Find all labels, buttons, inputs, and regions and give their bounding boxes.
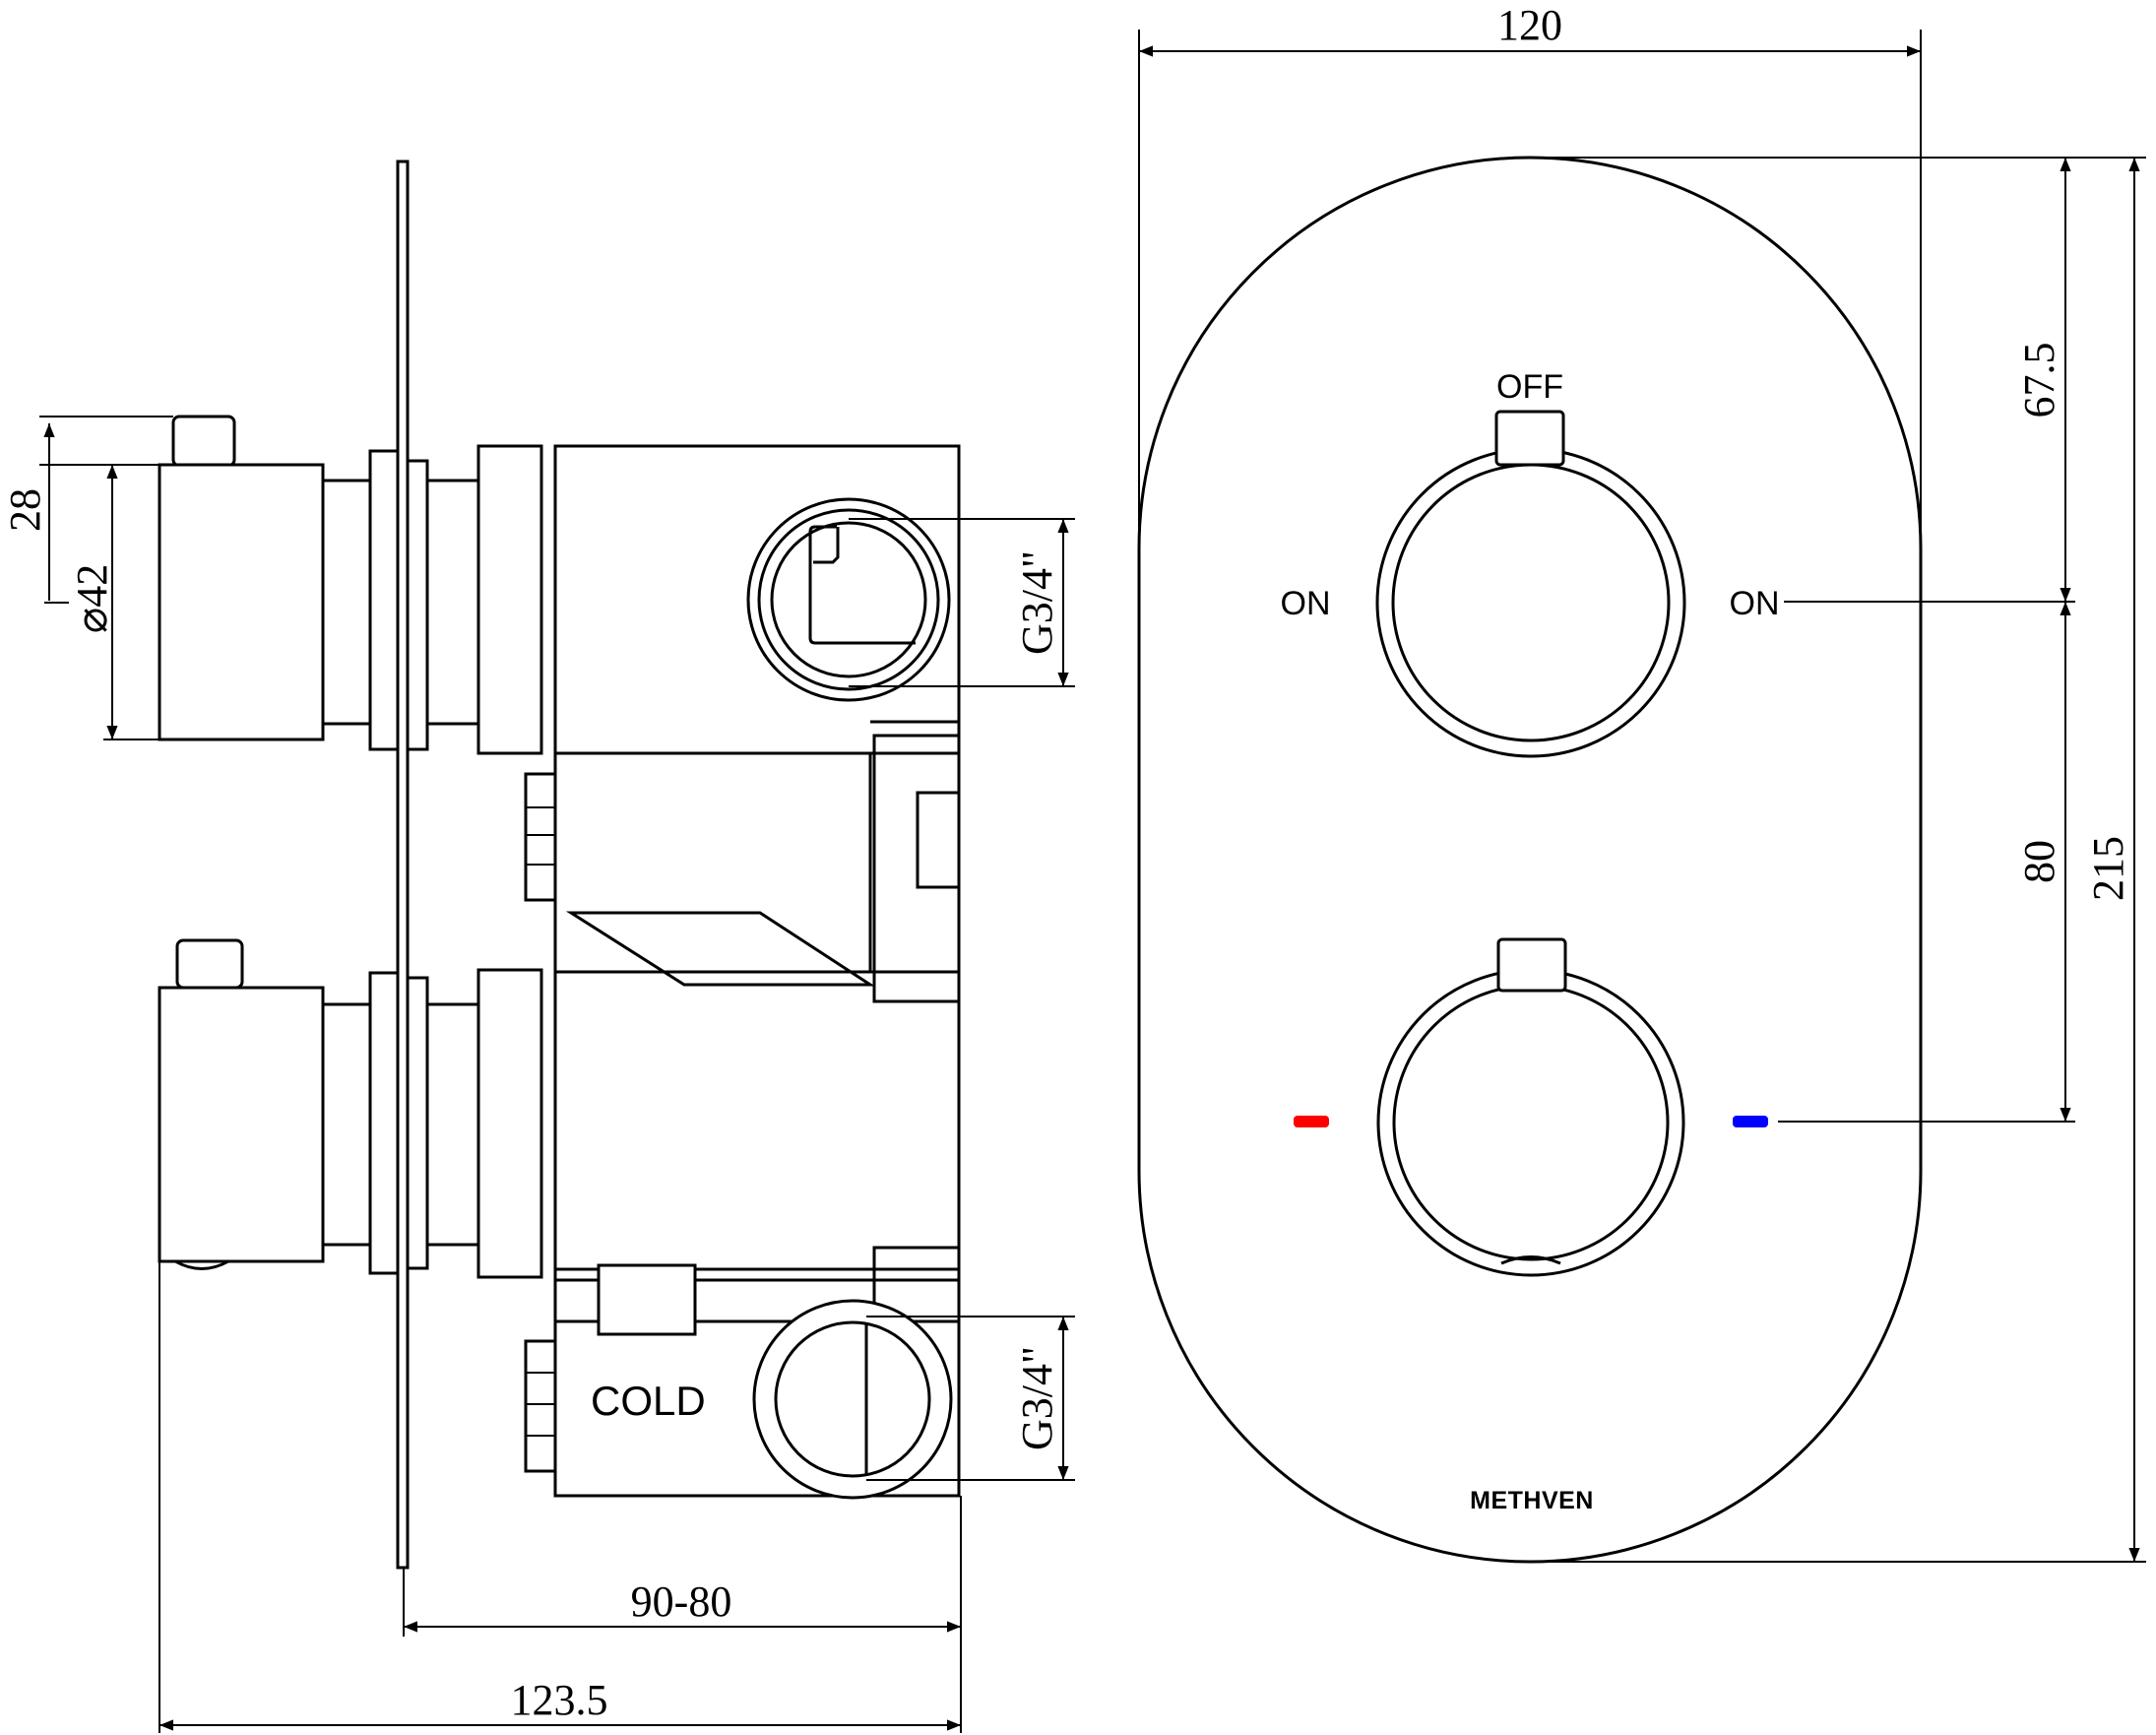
dim-depth-90-80: 90-80 [403,1496,962,1733]
upper-nut [476,444,543,755]
cold-marker [1733,1116,1768,1127]
upper-handle-assembly [158,415,543,755]
dim-width-120: 120 [1138,1,1922,551]
lower-bolt [524,1339,557,1473]
lower-flange-right [406,976,429,1270]
upper-outlet-fitting [746,497,951,702]
dim-outlet-lower: G3/4" [866,1316,1075,1481]
upper-knob-lever [1494,410,1565,467]
upper-knob-inner [1391,463,1671,742]
dim-outlet-upper-text: G3/4" [1013,550,1061,655]
dim-outlet-upper: G3/4" [849,518,1075,687]
lower-flange-left [368,971,400,1275]
on-left-label: ON [1281,585,1331,622]
lower-outlet-fitting [752,1299,953,1500]
upper-handle-body [158,463,325,741]
brand-logo-text: METHVEN [1470,1487,1594,1514]
dim-upper-67-5: 67.5 [1784,158,2075,603]
pipe-stub [597,1263,697,1336]
lower-handle-lever [175,938,244,990]
upper-flange-left [368,449,400,751]
side-view: COLD 28 ⌀42 G3/4" G3/4" [1,160,1075,1733]
dim-diameter-42: ⌀42 [68,464,159,740]
lower-handle-body [158,986,325,1263]
dim-depth-123-5: 123.5 [159,1262,961,1733]
lower-control-knob [1376,937,1685,1277]
wall-plate [396,160,410,1570]
dim-120-text: 120 [1497,1,1562,49]
dim-215-text: 215 [2084,836,2132,901]
dim-123-5-text: 123.5 [511,1676,608,1724]
dim-28-text: 28 [1,488,49,532]
valve-body [524,444,961,1498]
upper-knob-outer [1375,447,1686,758]
off-label: OFF [1496,368,1563,406]
upper-spindle [425,479,480,726]
lower-spindle [425,1002,480,1247]
lower-handle-assembly [158,938,543,1279]
upper-handle-neck [321,479,372,726]
cold-label: COLD [591,1378,706,1424]
on-right-label: ON [1730,585,1780,622]
front-view: OFF ON ON METHVEN 120 215 [1137,1,2146,1564]
dim-42-text: ⌀42 [68,564,116,634]
dim-handle-28: 28 [1,416,173,604]
upper-bolt [524,772,557,902]
dim-67-5-text: 67.5 [2015,343,2063,418]
upper-flange-right [406,459,429,751]
dim-height-215: 215 [1530,157,2146,1563]
dim-90-80-text: 90-80 [631,1577,732,1626]
lower-handle-neck [321,1002,372,1247]
upper-control-knob [1375,410,1686,758]
lower-nut [476,968,543,1279]
hot-marker [1294,1116,1329,1127]
dim-80-text: 80 [2015,840,2063,883]
lower-knob-lever [1496,937,1567,993]
lower-knob-outer [1376,968,1685,1277]
upper-handle-lever [171,415,236,468]
dim-spacing-80: 80 [1778,602,2075,1123]
lower-knob-inner [1392,984,1670,1261]
dim-outlet-lower-text: G3/4" [1013,1346,1061,1450]
